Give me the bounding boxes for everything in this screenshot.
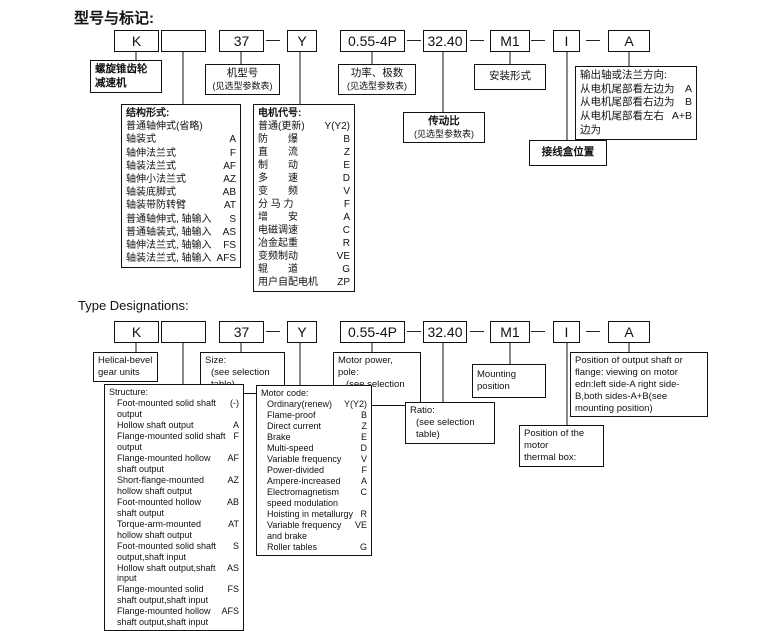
cn-code-ratio: 32.40 xyxy=(423,30,467,52)
cn-code-structure xyxy=(161,30,206,52)
en-motor-row: Ordinary(renew)Y(Y2) xyxy=(267,398,367,409)
cn-dash: — xyxy=(531,31,545,47)
en-dash: — xyxy=(407,322,421,338)
cn-code-series: K xyxy=(114,30,159,52)
en-code-ratio: 32.40 xyxy=(423,321,467,343)
en-motor-box: Motor code: Ordinary(renew)Y(Y2) Flame-p… xyxy=(256,385,372,556)
en-structure-row: Flange-mounted hollow shaft output,shaft… xyxy=(117,606,239,628)
en-structure-row: Short-flange-mounted hollow shaft output… xyxy=(117,474,239,496)
en-heading: Type Designations: xyxy=(78,298,189,313)
en-connectors xyxy=(135,343,630,425)
cn-heading: 型号与标记: xyxy=(74,10,154,27)
cn-dash: — xyxy=(470,31,484,47)
cn-dash: — xyxy=(586,31,600,47)
cn-code-power: 0.55-4P xyxy=(340,30,405,52)
cn-dash: — xyxy=(266,31,280,47)
en-dash: — xyxy=(586,322,600,338)
en-code-motor: Y xyxy=(287,321,317,343)
en-dash: — xyxy=(266,322,280,338)
en-dash: — xyxy=(470,322,484,338)
cn-mount-label: 安装形式 xyxy=(474,64,546,90)
cn-terminal-label: 接线盒位置 xyxy=(529,140,607,166)
cn-connectors xyxy=(135,52,630,140)
en-ratio-label: Ratio:(see selection table) xyxy=(405,402,495,444)
en-code-size: 37 xyxy=(219,321,264,343)
en-code-structure xyxy=(161,321,206,343)
en-structure-row: Foot-mounted solid shaft output(-) xyxy=(117,397,239,419)
cn-reducer-label: 螺旋锥齿轮减速机 xyxy=(90,60,162,94)
en-code-mounting: M1 xyxy=(490,321,530,343)
en-code-series: K xyxy=(114,321,159,343)
cn-dash: — xyxy=(407,31,421,47)
en-dash: — xyxy=(531,322,545,338)
cn-code-terminal: I xyxy=(553,30,580,52)
en-mount-label: Mounting position xyxy=(472,364,546,398)
cn-code-output: A xyxy=(608,30,650,52)
cn-code-motor: Y xyxy=(287,30,317,52)
cn-motor-row: 普通(更新)Y(Y2) xyxy=(258,121,350,132)
en-structure-row: Foot-mounted solid shaft output,shaft in… xyxy=(117,540,239,562)
cn-power-label: 功率、极数(见选型参数表) xyxy=(338,64,416,96)
en-code-output: A xyxy=(608,321,650,343)
en-output-label: Position of output shaft or flange: view… xyxy=(570,352,708,418)
cn-ratio-label: 传动比(见选型参数表) xyxy=(403,112,485,144)
cn-size-label: 机型号(见选型参数表) xyxy=(205,64,280,96)
en-code-power: 0.55-4P xyxy=(340,321,405,343)
cn-code-mounting: M1 xyxy=(490,30,530,52)
cn-structure-row: 普通轴伸式(省略) xyxy=(126,121,203,133)
cn-code-size: 37 xyxy=(219,30,264,52)
en-structure-box: Structure: Foot-mounted solid shaft outp… xyxy=(104,384,244,631)
en-structure-row: Flange-mounted solid shaft output,shaft … xyxy=(117,584,239,606)
en-code-terminal: I xyxy=(553,321,580,343)
connector-lines xyxy=(135,52,630,425)
